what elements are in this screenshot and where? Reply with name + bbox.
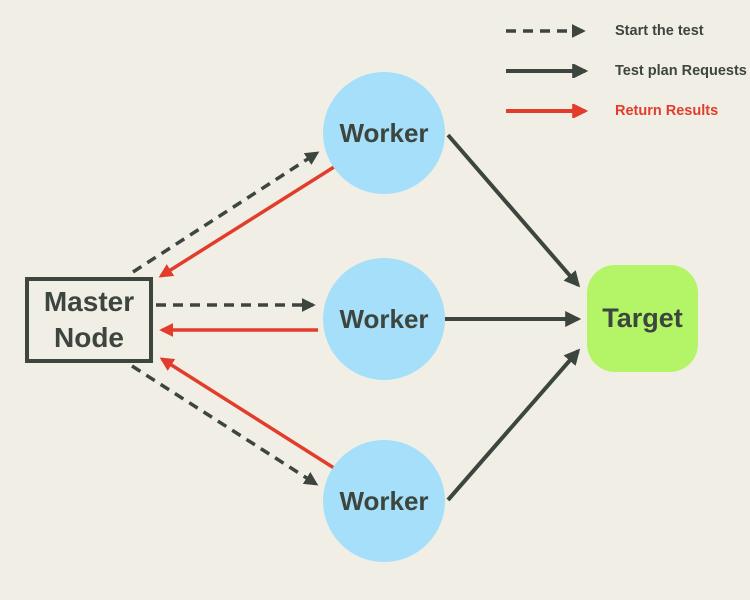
edge-start-test-top bbox=[132, 151, 320, 274]
legend-label-start-test: Start the test bbox=[615, 23, 704, 39]
red-arrow-icon bbox=[506, 104, 589, 118]
edge-return-results-top bbox=[158, 165, 335, 278]
node-worker-middle: Worker bbox=[323, 258, 445, 380]
master-label-line1: Master bbox=[43, 286, 135, 317]
legend-label-test-plan: Test plan Requests bbox=[615, 63, 747, 79]
target-label: Target bbox=[602, 303, 683, 333]
worker-bottom-label: Worker bbox=[339, 485, 429, 516]
edge-test-plan-top bbox=[446, 133, 581, 288]
node-target: Target bbox=[587, 265, 698, 372]
edge-test-plan-bottom bbox=[446, 348, 581, 502]
node-worker-top: Worker bbox=[323, 72, 445, 194]
legend-label-return-results: Return Results bbox=[615, 103, 719, 119]
node-master: Master Node bbox=[25, 277, 153, 363]
node-worker-bottom: Worker bbox=[323, 440, 445, 562]
dashed-arrow-icon bbox=[506, 24, 586, 38]
edge-return-results-bottom bbox=[159, 357, 335, 470]
worker-middle-label: Worker bbox=[339, 303, 429, 334]
edge-start-test-bottom bbox=[131, 364, 319, 486]
master-label-line2: Node bbox=[54, 322, 124, 353]
solid-arrow-icon bbox=[506, 64, 589, 78]
worker-top-label: Worker bbox=[339, 117, 429, 148]
legend-item-start-test: Start the test bbox=[505, 11, 747, 51]
legend-item-return-results: Return Results bbox=[505, 91, 747, 131]
legend-item-test-plan: Test plan Requests bbox=[505, 51, 747, 91]
legend: Start the test Test plan Requests Return… bbox=[505, 11, 747, 131]
